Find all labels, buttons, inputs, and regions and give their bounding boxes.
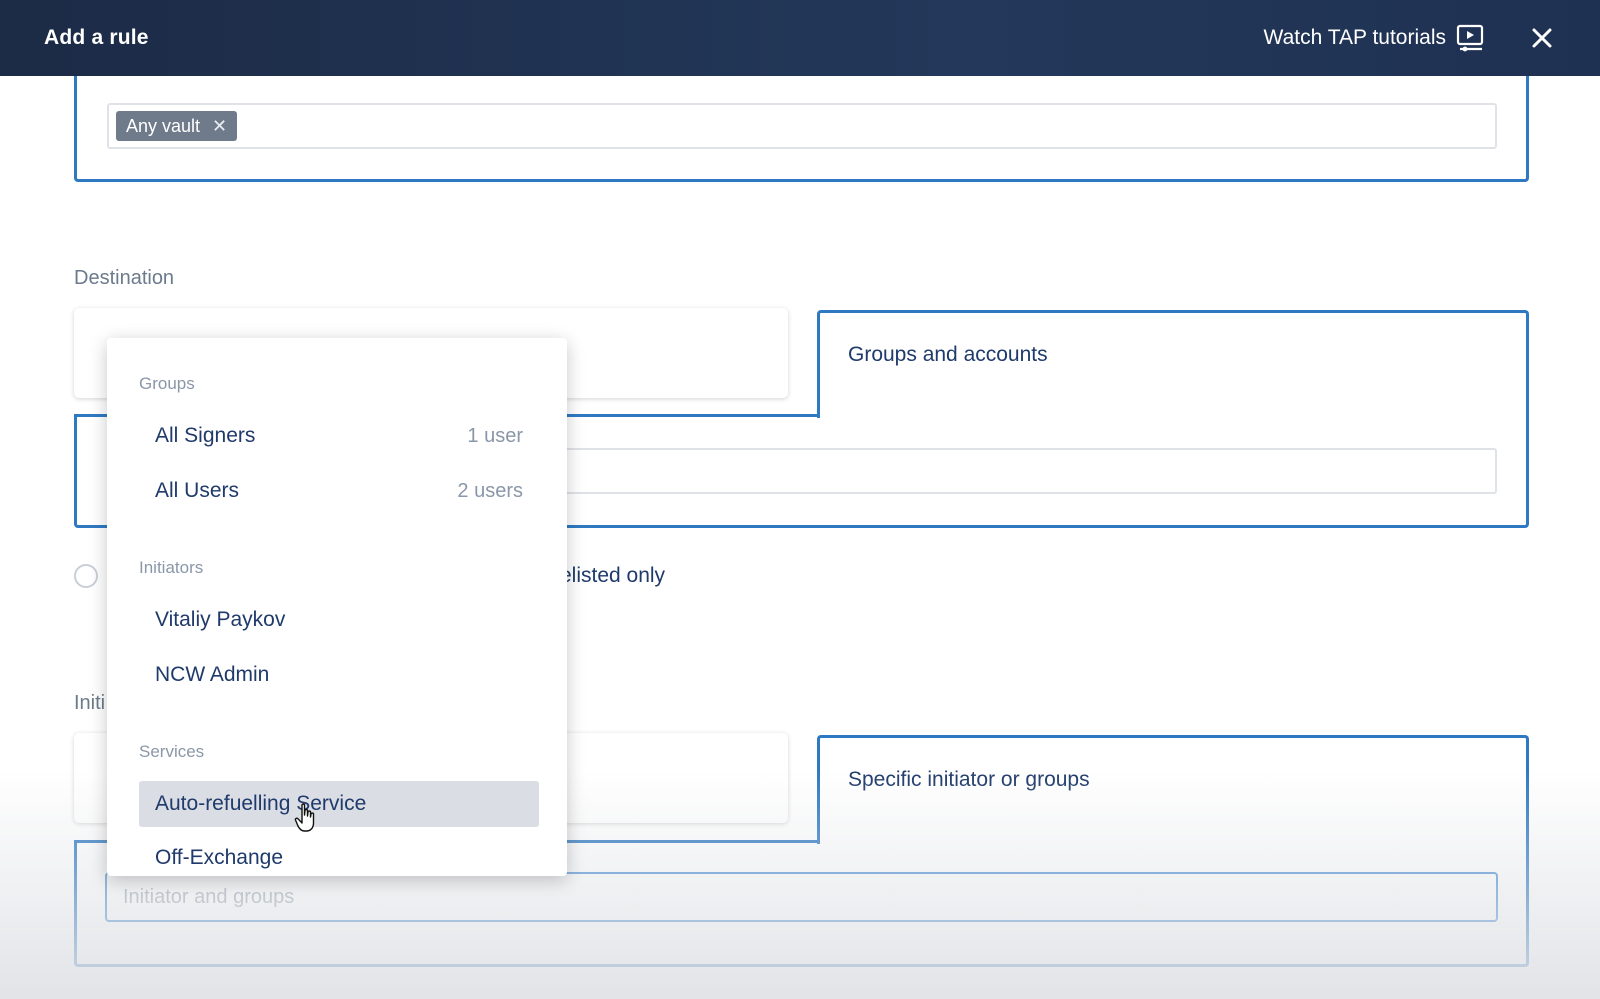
whitelisted-only-radio[interactable] (74, 564, 98, 588)
item-name: Vitaliy Paykov (155, 608, 286, 631)
close-icon (1532, 28, 1552, 48)
close-button[interactable] (1528, 24, 1556, 52)
destination-selector-box (74, 416, 1529, 528)
watch-tutorials-label: Watch TAP tutorials (1263, 26, 1446, 49)
any-vault-tag: Any vault ✕ (116, 111, 238, 141)
initiator-groups-input[interactable] (105, 872, 1498, 922)
source-selector-box (74, 60, 1529, 182)
item-name: Auto-refuelling Service (155, 792, 367, 815)
destination-label: Destination (74, 267, 175, 289)
initiator-label: Initi (74, 692, 106, 714)
initiator-dropdown-menu: Groups All Signers 1 user All Users 2 us… (107, 338, 567, 876)
item-user-count: 1 user (467, 424, 523, 447)
dialog-title: Add a rule (44, 26, 149, 49)
item-name: All Signers (155, 424, 256, 447)
remove-tag-icon[interactable]: ✕ (212, 116, 228, 136)
hand-cursor-icon (294, 803, 315, 832)
groups-and-accounts-title: Groups and accounts (848, 343, 1048, 366)
dropdown-item-auto-refuelling-service[interactable]: Auto-refuelling Service (139, 781, 539, 827)
dropdown-item-ncw-admin[interactable]: NCW Admin (139, 652, 539, 698)
whitelisted-only-label: elisted only (560, 564, 666, 587)
initiators-section-label: Initiators (139, 558, 204, 577)
groups-section-label: Groups (139, 374, 195, 393)
destination-groups-panel[interactable]: Groups and accounts (817, 310, 1529, 418)
dropdown-item-all-users[interactable]: All Users 2 users (139, 468, 539, 514)
dropdown-item-all-signers[interactable]: All Signers 1 user (139, 413, 539, 459)
initiator-groups-panel[interactable]: Specific initiator or groups (817, 735, 1529, 844)
header-actions: Watch TAP tutorials (1264, 24, 1556, 52)
item-name: All Users (155, 479, 240, 502)
video-tutorial-icon (1456, 24, 1484, 52)
item-name: Off-Exchange (155, 846, 284, 869)
watch-tutorials-link[interactable]: Watch TAP tutorials (1264, 24, 1486, 52)
item-user-count: 2 users (457, 479, 523, 502)
dialog-header: Add a rule Watch TAP tutorials (0, 0, 1600, 76)
services-section-label: Services (139, 742, 205, 761)
item-name: NCW Admin (155, 663, 270, 686)
dropdown-item-off-exchange[interactable]: Off-Exchange (139, 835, 539, 876)
tag-label: Any vault (126, 115, 201, 136)
dropdown-item-vitaliy-paykov[interactable]: Vitaliy Paykov (139, 597, 539, 643)
source-vault-input[interactable] (107, 103, 1497, 149)
specific-initiator-title: Specific initiator or groups (848, 768, 1090, 791)
